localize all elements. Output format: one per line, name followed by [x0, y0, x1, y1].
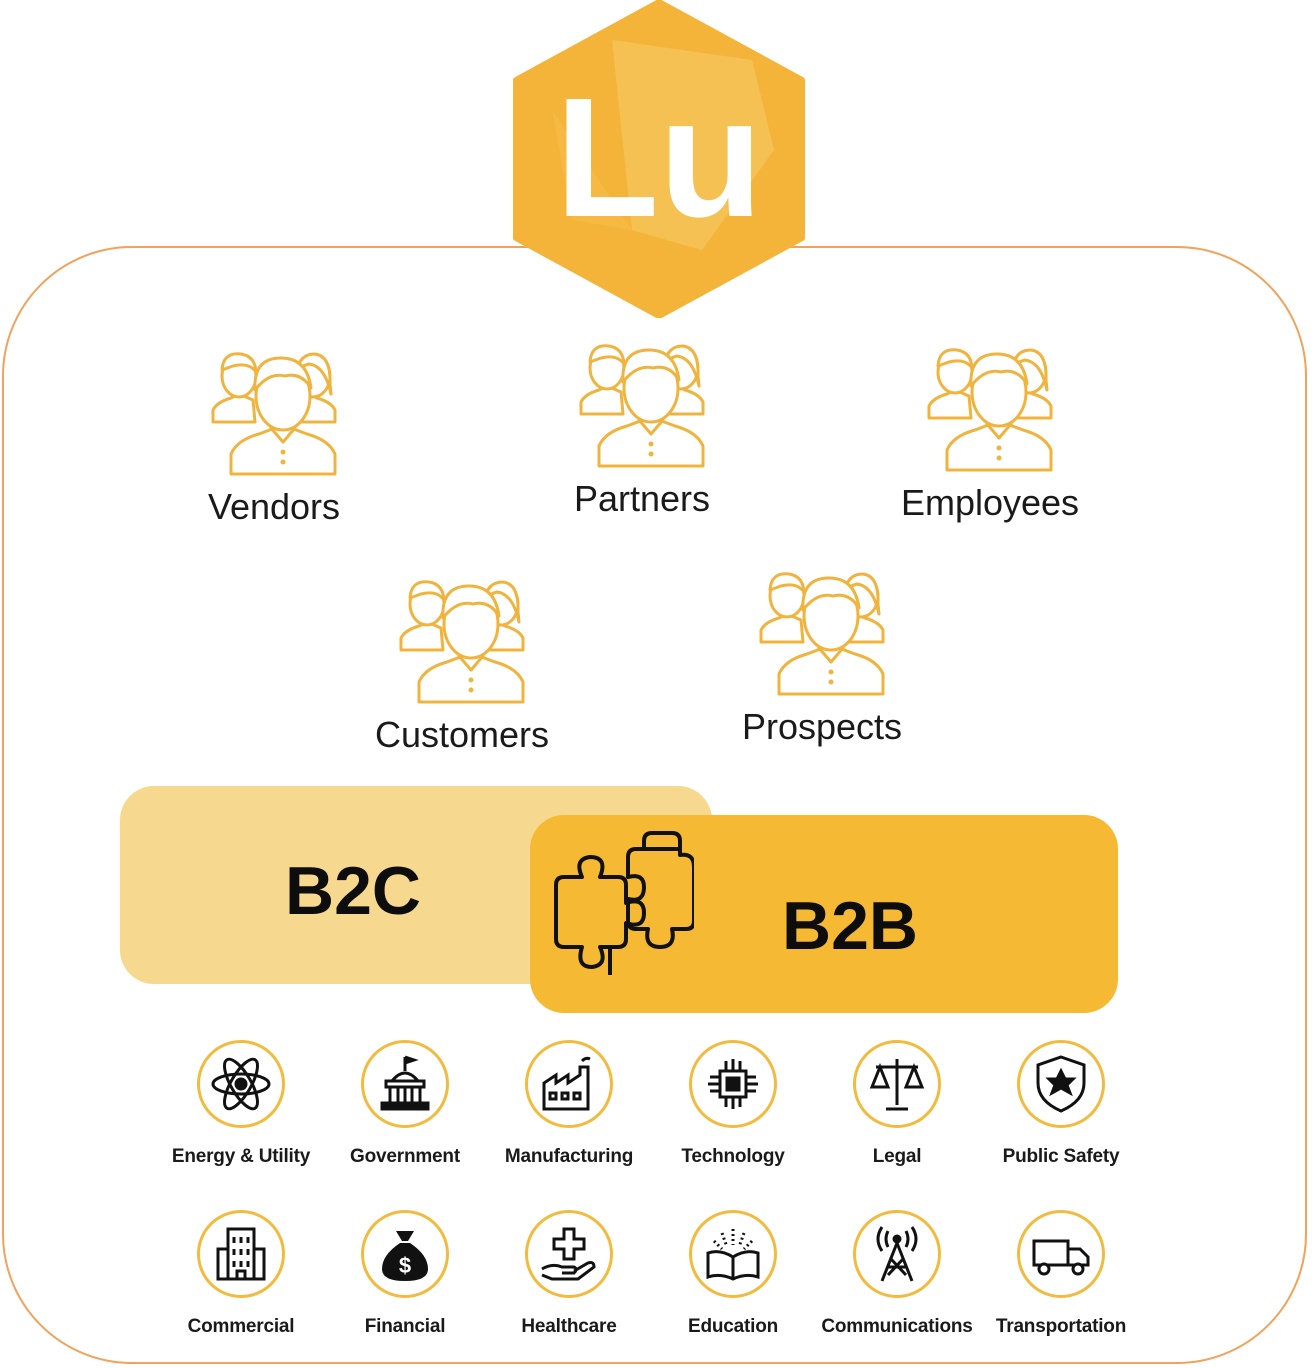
b2b-segment: B2B — [530, 815, 1118, 1013]
money-bag-icon: $ — [382, 1231, 428, 1281]
group-prospects: Prospects — [712, 562, 932, 748]
industry-healthcare: Healthcare — [484, 1210, 654, 1338]
industry-government: Government — [320, 1040, 490, 1168]
industry-label: Commercial — [187, 1316, 295, 1337]
scales-icon — [869, 1059, 925, 1111]
factory-icon — [542, 1056, 591, 1111]
industry-communications: Communications — [812, 1210, 982, 1338]
group-label-partners: Partners — [573, 478, 711, 519]
industry-label: Energy & Utility — [171, 1146, 311, 1167]
industry-energy-utility: Energy & Utility — [156, 1040, 326, 1168]
b2b-label: B2B — [782, 888, 919, 964]
industry-label: Public Safety — [1002, 1146, 1120, 1167]
group-employees: Employees — [880, 338, 1100, 524]
people-group-icon — [759, 572, 885, 696]
industry-transportation: Transportation — [976, 1210, 1146, 1338]
industry-label: Government — [350, 1146, 460, 1167]
open-book-icon — [706, 1229, 760, 1281]
industry-technology: Technology — [648, 1040, 818, 1168]
industry-label: Education — [687, 1316, 779, 1337]
lu-logo: Lu — [512, 0, 806, 318]
industry-commercial: Commercial — [156, 1210, 326, 1338]
group-label-prospects: Prospects — [741, 706, 903, 747]
industry-education: Education — [648, 1210, 818, 1338]
group-label-employees: Employees — [900, 482, 1080, 523]
group-vendors: Vendors — [164, 342, 384, 528]
industry-public-safety: Public Safety — [976, 1040, 1146, 1168]
group-label-vendors: Vendors — [207, 486, 341, 527]
industry-label: Healthcare — [521, 1316, 617, 1337]
people-group-icon — [211, 352, 337, 476]
industry-label: Technology — [681, 1146, 785, 1167]
government-building-icon — [380, 1055, 430, 1111]
industry-label: Communications — [821, 1316, 973, 1337]
industry-manufacturing: Manufacturing — [484, 1040, 654, 1168]
people-group-icon — [399, 580, 525, 704]
group-partners: Partners — [532, 334, 752, 520]
b2c-label: B2C — [285, 853, 422, 929]
medical-hand-icon — [541, 1227, 596, 1281]
group-customers: Customers — [352, 570, 572, 756]
industry-label: Manufacturing — [504, 1146, 634, 1167]
atom-icon — [211, 1057, 271, 1111]
office-building-icon — [216, 1227, 266, 1281]
industry-label: Transportation — [995, 1316, 1127, 1337]
microchip-icon — [708, 1059, 758, 1109]
industry-label: Financial — [364, 1316, 446, 1337]
group-label-customers: Customers — [374, 714, 550, 755]
industry-financial: $ Financial — [320, 1210, 490, 1338]
people-group-icon — [579, 344, 705, 468]
radio-tower-icon — [876, 1226, 918, 1282]
logo-text: Lu — [555, 63, 763, 253]
police-badge-icon — [1036, 1055, 1086, 1113]
svg-text:$: $ — [399, 1253, 411, 1278]
truck-icon — [1032, 1239, 1090, 1276]
people-group-icon — [927, 348, 1053, 472]
industry-label: Legal — [872, 1146, 922, 1167]
puzzle-pieces-icon — [554, 831, 694, 975]
industry-legal: Legal — [812, 1040, 982, 1168]
